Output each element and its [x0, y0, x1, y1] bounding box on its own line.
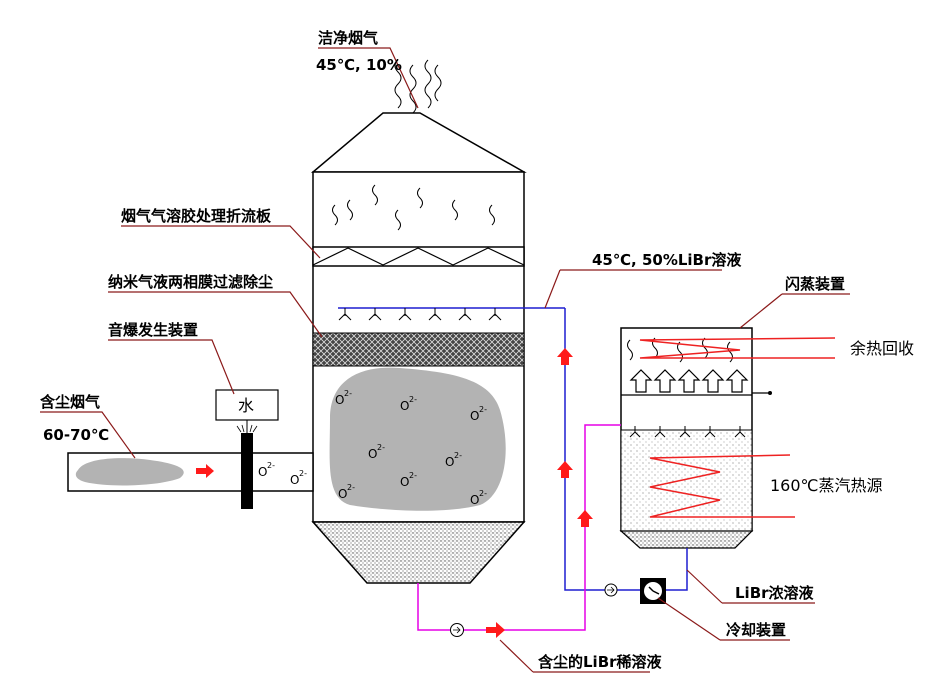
svg-text:2-: 2- — [479, 405, 487, 414]
heat-recovery-coil — [639, 337, 836, 359]
baffle-plate — [312, 246, 525, 267]
svg-text:2-: 2- — [299, 469, 307, 478]
baffle-zigzag — [312, 247, 525, 266]
tower-bottom-cone — [311, 521, 526, 584]
sonic-device-label: 音爆发生装置 — [108, 321, 198, 339]
svg-text:2-: 2- — [347, 483, 355, 492]
svg-text:O: O — [445, 455, 454, 469]
cooling-device-label: 冷却装置 — [726, 621, 786, 639]
inlet-flow-arrow — [196, 464, 214, 478]
svg-text:O: O — [258, 465, 267, 479]
flash-bottom-cone — [619, 530, 754, 549]
svg-text:2-: 2- — [344, 389, 352, 398]
steam-source-label: 160℃蒸汽热源 — [770, 476, 883, 495]
leader-lines — [40, 47, 850, 673]
svg-text:O: O — [335, 393, 344, 407]
svg-text:2-: 2- — [409, 395, 417, 404]
libr-solution-label: 45℃, 50%LiBr溶液 — [592, 251, 742, 269]
pump-icon-lower — [450, 623, 464, 637]
dust-cloud — [329, 367, 506, 511]
clean-gas-spec: 45℃, 10% — [316, 56, 402, 74]
dusty-gas-label: 含尘烟气 — [40, 393, 100, 411]
tower-top-cone — [310, 112, 527, 173]
libr-concentrate-label: LiBr浓溶液 — [735, 584, 815, 602]
nano-membrane-label: 纳米气液两相膜过滤除尘 — [108, 273, 273, 291]
svg-text:O: O — [290, 473, 299, 487]
water-label: 水 — [238, 396, 254, 415]
svg-text:2-: 2- — [267, 461, 275, 470]
inlet-dust-cloud — [75, 458, 184, 486]
cooler-icon — [640, 578, 666, 604]
dusty-dilute-label: 含尘的LiBr稀溶液 — [538, 653, 663, 671]
svg-text:O: O — [368, 447, 377, 461]
nano-membrane-layer — [312, 332, 525, 367]
svg-text:2-: 2- — [454, 451, 462, 460]
wavy-gas-lines — [332, 184, 495, 231]
svg-text:O: O — [338, 487, 347, 501]
aerosol-baffle-label: 烟气气溶胶处理折流板 — [121, 207, 272, 225]
svg-text:O: O — [400, 399, 409, 413]
flow-arrows — [486, 348, 593, 638]
svg-text:O: O — [400, 475, 409, 489]
up-arrow-icons — [629, 369, 749, 393]
clean-gas-label: 洁净烟气 — [318, 29, 378, 47]
labels: 洁净烟气 45℃, 10% 烟气气溶胶处理折流板 纳米气液两相膜过滤除尘 音爆发… — [40, 29, 914, 671]
main-tower — [310, 112, 527, 584]
svg-text:2-: 2- — [409, 471, 417, 480]
steam-heater-coil — [649, 454, 795, 518]
sonic-device-plate — [241, 433, 253, 509]
flash-device-label: 闪蒸装置 — [785, 275, 845, 293]
svg-text:2-: 2- — [377, 443, 385, 452]
pump-icon — [604, 583, 618, 597]
svg-text:2-: 2- — [479, 489, 487, 498]
flash-device — [619, 327, 836, 549]
svg-text:O: O — [470, 409, 479, 423]
dusty-gas-temp: 60-70℃ — [43, 426, 109, 444]
spray-nozzles — [338, 307, 565, 321]
heat-recovery-label: 余热回收 — [850, 339, 914, 358]
svg-text:O: O — [470, 493, 479, 507]
water-spray — [236, 424, 258, 433]
pipes — [417, 308, 688, 631]
clean-gas-waves — [394, 59, 442, 114]
